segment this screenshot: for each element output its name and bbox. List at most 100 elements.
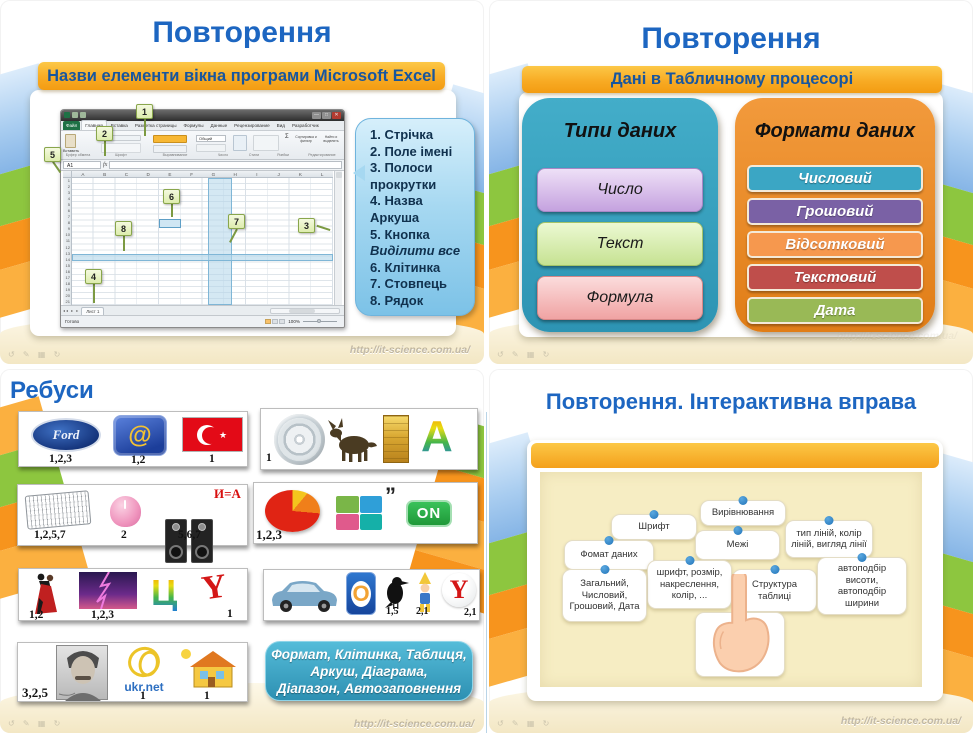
column-header: J (277, 172, 280, 177)
letter-substitution-note: И=А (214, 486, 241, 501)
cells-buttons (253, 135, 279, 151)
column-header: H (233, 172, 237, 177)
site-watermark: http://it-science.com.ua/ (349, 344, 470, 356)
slide-1-excel-elements[interactable]: Повторення Назви елементи вікна програми… (0, 0, 484, 364)
ribbon-tab: Данные (210, 123, 228, 128)
callout-5-select-all: 5 (44, 147, 61, 162)
slide-subtitle-banner: Назви елементи вікна програми Microsoft … (38, 62, 445, 90)
highlighted-row (72, 254, 333, 261)
row-header: 3 (67, 190, 70, 196)
house-icon (178, 647, 236, 689)
rebus-number: 1,2,5,7 (34, 529, 66, 541)
speakers-icon (165, 519, 213, 563)
rebus-card: 1,2,5,7 2 5,6,7 И=А (17, 484, 248, 563)
vertical-scrollbar (334, 171, 342, 305)
card-data-format: Фомат даних (564, 540, 654, 570)
rebus-number: 1,2,3 (91, 609, 114, 621)
row-header: 13 (65, 250, 70, 256)
rebus-number: 1,5 (386, 606, 399, 617)
mouse-icon (110, 496, 141, 527)
quick-access-toolbar (64, 112, 98, 119)
sheet-tab: Лист 1 (81, 306, 105, 315)
ribbon-group-label: Буфер обмена (65, 153, 91, 157)
row-header: 7 (67, 214, 70, 220)
sheet-tabs-row: ◂◂ ▸ ▸ Лист 1 (61, 305, 344, 315)
row-header: 4 (67, 196, 70, 202)
highlighted-cell (159, 219, 181, 228)
autosum-icon: Σ (285, 134, 289, 140)
site-watermark: http://it-science.com.ua/ (836, 330, 957, 342)
card-borders: Межі (695, 530, 780, 560)
rebus-number: 1,2 (29, 609, 44, 621)
rebus-card: 1 A (260, 408, 478, 470)
minimize-icon: — (312, 112, 321, 119)
keyboard-icon (24, 490, 92, 530)
puzzle-icon (336, 496, 382, 530)
row-header: 19 (65, 286, 70, 292)
sort-filter-button: Сортировка и фильтр (295, 135, 317, 143)
email-at-icon: @ (113, 415, 167, 456)
rebus-number: 1,2,3 (256, 527, 282, 542)
formula-bar: A1 fx (61, 160, 344, 171)
rebus-number: 1 (266, 452, 272, 464)
merge-buttons (153, 145, 187, 153)
gold-bar-icon (383, 415, 409, 463)
status-bar: Готово 100% (61, 315, 344, 327)
view-buttons (265, 319, 286, 324)
card-font: Шрифт (611, 514, 697, 540)
formats-panel-title: Формати даних (754, 120, 916, 142)
nav-glyphs: ↺ ✎ ▦ ↻ (8, 719, 64, 728)
orange-banner-strip (531, 443, 939, 468)
nav-glyphs: ↺ ✎ ▦ ↻ (497, 350, 553, 359)
site-watermark: http://it-science.com.ua/ (353, 718, 474, 730)
slide-title: Повторення. Інтерактивна вправа (545, 389, 917, 414)
rebus-number: 3,2,5 (22, 685, 48, 700)
types-panel: Типи даних Число Текст Формула (522, 98, 718, 332)
row-header: 17 (65, 274, 70, 280)
excel-logo-icon (64, 112, 70, 118)
column-header: B (103, 172, 107, 177)
slide-title: Повторення (152, 16, 332, 49)
ribbon-tab: Рецензирование (234, 123, 270, 128)
type-formula-button: Формула (537, 276, 703, 320)
pie-chart-icon (265, 490, 320, 532)
on-button-icon: ON (406, 500, 452, 527)
rebus-number: 1 (204, 690, 210, 702)
card-autofit: автоподбір висоти, автоподбір ширини (817, 557, 907, 615)
dancers-icon (35, 573, 57, 614)
column-header: G (211, 172, 216, 177)
legend-line: 1. Стрічка (370, 127, 434, 142)
column-header: C (124, 172, 129, 177)
window-controls: —□✕ (312, 112, 341, 119)
nav-glyphs: ↺ ✎ ▦ ↻ (497, 719, 553, 728)
ribbon-group-label: Шрифт (115, 153, 127, 157)
ribbon-tab: Вставка (110, 123, 128, 128)
rebus-card: О 1,5 2,1 Y 2,1 (263, 569, 480, 621)
row-header: 2 (67, 184, 70, 190)
ribbon-group-label: Стили (248, 153, 260, 157)
slide-2-data-types[interactable]: Повторення Дані в Табличному процесорі Т… (489, 0, 973, 364)
answer-box: Формат, Клітинка, Таблиця, Аркуш, Діагра… (265, 641, 473, 701)
format-date-button: Дата (747, 297, 923, 324)
slide-3-rebuses[interactable]: Ребуси Ford 1,2,3 @ 1,2 ★ 1 1 (0, 369, 484, 733)
zoom-level: 100% (288, 319, 300, 324)
font-buttons (101, 143, 141, 153)
rebus-card: 1,2 1,2,3 Ц Y 1 (18, 567, 248, 621)
highlighted-column (208, 178, 232, 305)
column-header: L (320, 172, 324, 177)
number-buttons (196, 144, 226, 152)
rebus-number: 1,2,3 (49, 453, 72, 465)
number-format-dropdown: Общий (196, 135, 226, 142)
slide-4-interactive-exercise[interactable]: Повторення. Інтерактивна вправа Шрифт Ви… (489, 369, 973, 733)
lightning-icon (79, 572, 137, 609)
type-text-button: Текст (537, 222, 703, 266)
insert-button-label: Вставить (63, 149, 80, 153)
row-header: 5 (67, 202, 70, 208)
ribbon-group-label: Ячейки (276, 153, 290, 157)
crow-icon (385, 577, 409, 609)
card-alignment: Вирівнювання (700, 500, 786, 526)
site-watermark: http://it-science.com.ua/ (840, 715, 961, 727)
cells-area (72, 178, 333, 305)
